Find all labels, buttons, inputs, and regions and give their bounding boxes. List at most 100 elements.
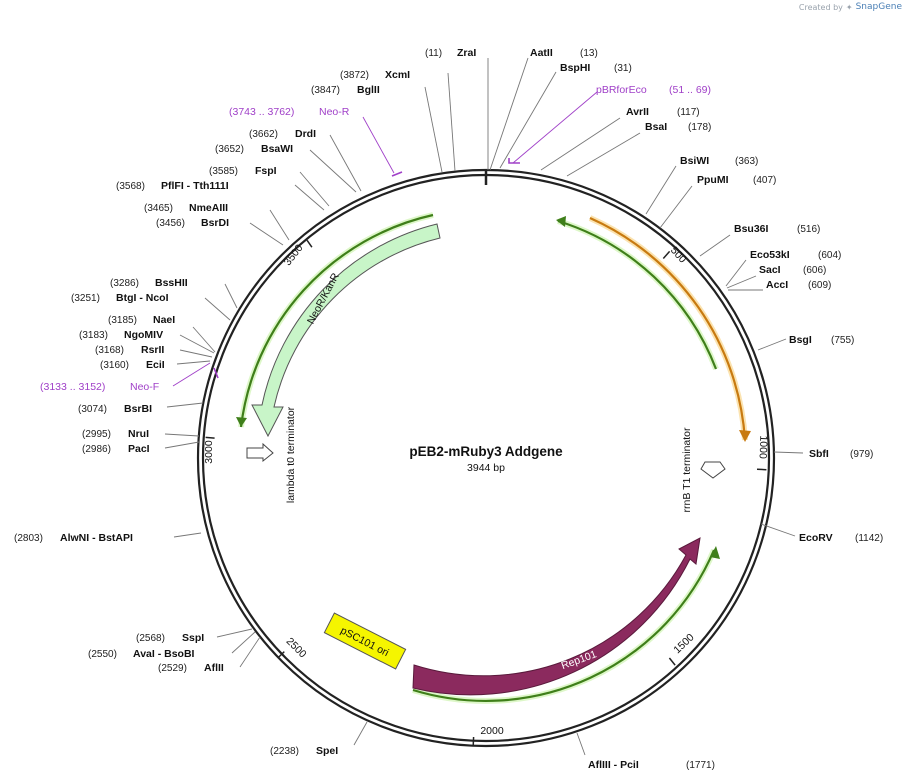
site-pos-bsai: (178) bbox=[688, 122, 711, 133]
leader-bsgi bbox=[757, 338, 787, 351]
site-name-ecii: EciI bbox=[146, 359, 165, 371]
site-pos-spei: (2238) bbox=[270, 746, 299, 757]
site-name-afliii-pcii: AflIII - PciI bbox=[588, 759, 639, 771]
tick-mark-500 bbox=[662, 250, 671, 259]
tick-label-1000: 1000 bbox=[757, 435, 770, 459]
primer-name-pbrforeco: pBRforEco bbox=[596, 84, 647, 96]
site-pos-bsawi: (3652) bbox=[215, 144, 244, 155]
leader-aflii bbox=[239, 636, 261, 668]
rrnb-t1-terminator-icon bbox=[700, 461, 726, 479]
tick-mark-3000 bbox=[205, 436, 215, 439]
leader-ppumi bbox=[659, 185, 693, 229]
feature-rep101[interactable] bbox=[412, 537, 701, 696]
site-name-btgi-ncoi: BtgI - NcoI bbox=[116, 292, 169, 304]
site-name-aflii: AflII bbox=[204, 662, 224, 674]
site-name-bsai: BsaI bbox=[645, 121, 667, 133]
leader-bsshii bbox=[224, 283, 238, 309]
site-pos-rsrii: (3168) bbox=[95, 345, 124, 356]
lambda-t0-terminator-icon bbox=[246, 442, 274, 463]
leader-bsawi bbox=[309, 149, 357, 193]
orf-arrowhead-bottom bbox=[710, 546, 720, 559]
leader-sbfi bbox=[773, 451, 804, 454]
site-name-bsrbi: BsrBI bbox=[124, 403, 152, 415]
site-pos-bsphi: (31) bbox=[614, 63, 632, 74]
site-name-paci: PacI bbox=[128, 443, 150, 455]
orf-arc-right bbox=[557, 219, 718, 370]
site-pos-naei: (3185) bbox=[108, 315, 137, 326]
leader-spei bbox=[353, 721, 368, 746]
primer-range-neo-r: (3743 .. 3762) bbox=[229, 106, 294, 118]
site-name-naei: NaeI bbox=[153, 314, 175, 326]
site-name-zrai: ZraI bbox=[457, 47, 476, 59]
leader-bsrdi bbox=[249, 222, 284, 246]
snapgene-credit: Created by ✦ SnapGene bbox=[799, 2, 902, 12]
site-pos-paci: (2986) bbox=[82, 444, 111, 455]
site-name-saci: SacI bbox=[759, 264, 781, 276]
snapgene-logo-icon: ✦ bbox=[845, 2, 853, 12]
site-name-sspi: SspI bbox=[182, 632, 204, 644]
site-pos-ecorv: (1142) bbox=[855, 533, 883, 544]
site-pos-nrui: (2995) bbox=[82, 429, 111, 440]
feature-psc101-ori-box bbox=[323, 612, 407, 670]
primer-name-neo-r: Neo-R bbox=[319, 106, 350, 118]
site-name-fspi: FspI bbox=[255, 165, 277, 177]
orf-arc-bottom bbox=[412, 549, 716, 702]
site-name-xcmi: XcmI bbox=[385, 69, 410, 81]
credit-prefix: Created by bbox=[798, 2, 843, 12]
orf-arc-neo bbox=[239, 213, 434, 428]
site-pos-bsgi: (755) bbox=[831, 335, 854, 346]
site-name-bsshii: BssHII bbox=[155, 277, 188, 289]
tick-label-2500: 2500 bbox=[284, 635, 309, 660]
site-name-alwni-bstapi: AlwNI - BstAPI bbox=[60, 532, 133, 544]
site-name-spei: SpeI bbox=[316, 745, 338, 757]
leader-pflfi-tth111i bbox=[294, 184, 325, 211]
plasmid-name: pEB2-mRuby3 Addgene bbox=[409, 444, 563, 459]
site-pos-avrii: (117) bbox=[677, 107, 700, 118]
leader-bsai bbox=[566, 132, 641, 177]
site-pos-btgi-ncoi: (3251) bbox=[71, 293, 100, 304]
leader-bsphi bbox=[499, 71, 557, 169]
site-pos-bsrdi: (3456) bbox=[156, 218, 185, 229]
site-name-avai-bsobi: AvaI - BsoBI bbox=[133, 648, 195, 660]
tick-label-3500: 3500 bbox=[282, 242, 306, 268]
site-name-drdi: DrdI bbox=[295, 128, 316, 140]
leader-avrii bbox=[540, 117, 621, 171]
tick-mark-1500 bbox=[668, 657, 676, 666]
site-pos-bsshii: (3286) bbox=[110, 278, 139, 289]
plasmid-length: 3944 bp bbox=[467, 462, 505, 474]
site-pos-bsu36i: (516) bbox=[797, 224, 820, 235]
site-name-nmeaiii: NmeAIII bbox=[189, 202, 228, 214]
leader-nmeaiii bbox=[269, 209, 290, 241]
site-name-eco53ki: Eco53kI bbox=[750, 249, 790, 261]
site-name-ecorv: EcoRV bbox=[799, 532, 833, 544]
tick-label-3000: 3000 bbox=[203, 440, 215, 464]
site-name-bsawi: BsaWI bbox=[261, 143, 293, 155]
site-pos-saci: (606) bbox=[803, 265, 826, 276]
leader-ecii bbox=[176, 360, 211, 365]
feature-psc101-ori[interactable]: pSC101 ori bbox=[323, 612, 407, 670]
leader-alwni-bstapi bbox=[173, 532, 202, 538]
feature-label-rrnb-t1: rrnB T1 terminator bbox=[681, 427, 693, 513]
site-name-sbfi: SbfI bbox=[809, 448, 829, 460]
leader-fspi bbox=[299, 171, 330, 207]
site-pos-bglii: (3847) bbox=[311, 85, 340, 96]
leader-afliii-pcii bbox=[576, 732, 586, 756]
leader-bsu36i bbox=[699, 234, 731, 257]
site-name-rsrii: RsrII bbox=[141, 344, 164, 356]
site-name-avrii: AvrII bbox=[626, 106, 649, 118]
leader-paci bbox=[164, 441, 200, 449]
site-pos-bsrbi: (3074) bbox=[78, 404, 107, 415]
leader-btgi-ncoi bbox=[204, 297, 231, 321]
site-name-bglii: BglII bbox=[357, 84, 380, 96]
site-pos-ppumi: (407) bbox=[753, 175, 776, 186]
leader-avai-bsobi bbox=[231, 631, 256, 654]
site-pos-acci: (609) bbox=[808, 280, 831, 291]
feature-neor-kanr[interactable] bbox=[251, 223, 441, 438]
site-pos-sspi: (2568) bbox=[136, 633, 165, 644]
tick-label-500: 500 bbox=[668, 244, 689, 265]
leader-nrui bbox=[164, 433, 200, 437]
leader-aatii bbox=[489, 57, 529, 171]
site-pos-zrai: (11) bbox=[425, 48, 442, 59]
site-name-aatii: AatII bbox=[530, 47, 553, 59]
site-name-acci: AccI bbox=[766, 279, 788, 291]
